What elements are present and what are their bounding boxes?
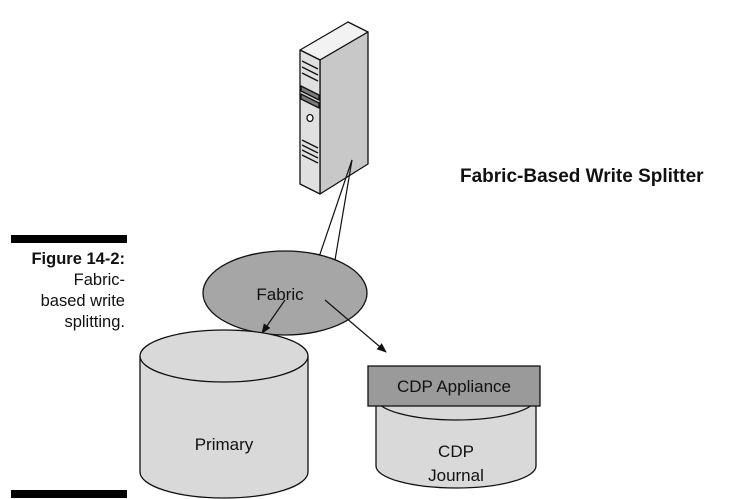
diagram-title: Fabric-Based Write Splitter: [460, 166, 704, 187]
cdp-journal-label-line2: Journal: [428, 466, 484, 485]
primary-label: Primary: [195, 435, 254, 454]
caption-line-1: Fabric-: [73, 271, 125, 289]
arrow-to-primary: [261, 299, 286, 334]
server-tower-icon: [299, 21, 369, 195]
figure-label: Figure 14-2:: [31, 250, 125, 268]
caption-top-bar: [11, 235, 127, 243]
primary-disk: [139, 329, 309, 499]
cdp-appliance-label: CDP Appliance: [397, 377, 511, 396]
cdp-journal-label-line1: CDP: [438, 442, 474, 461]
caption-bottom-bar: [11, 490, 127, 498]
cdp-appliance-box: [367, 365, 541, 407]
server-link-2: [334, 159, 353, 261]
fabric-ellipse: [202, 250, 368, 336]
arrow-to-cdp: [324, 299, 387, 353]
fabric-label: Fabric: [256, 285, 304, 304]
caption-line-3: splitting.: [64, 313, 125, 331]
caption-line-2: based write: [40, 292, 125, 310]
server-link-1: [317, 159, 353, 261]
